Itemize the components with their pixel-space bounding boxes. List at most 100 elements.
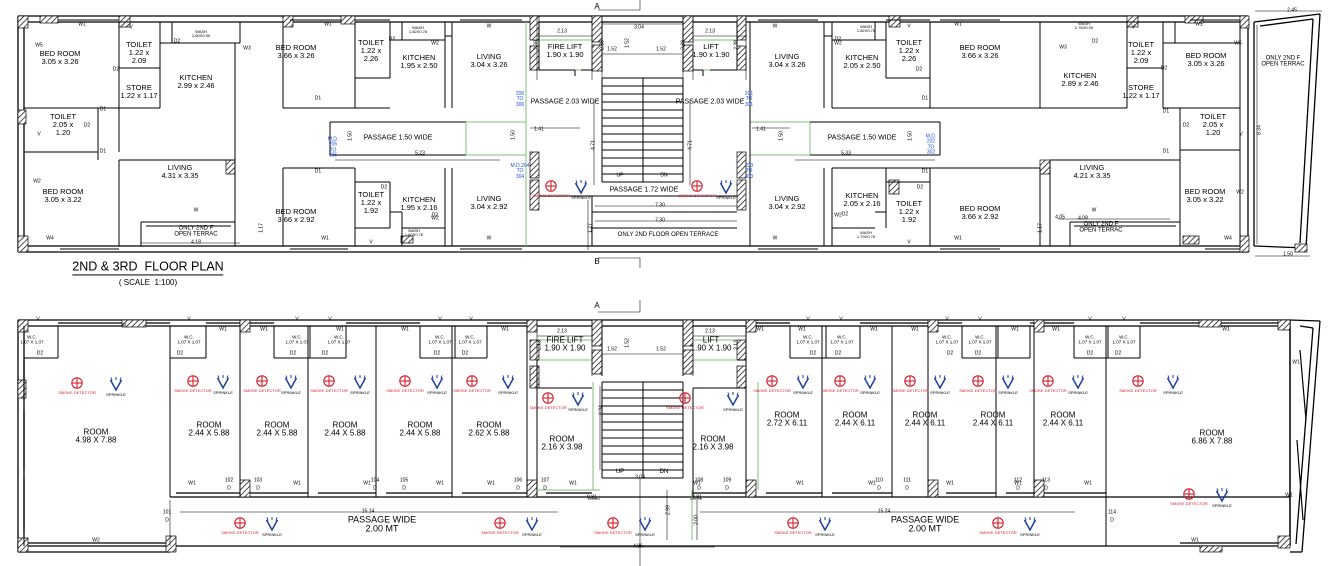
opening-tag-w4: W4 bbox=[46, 235, 54, 242]
room-label: TOILET 1.22 x 2.26 bbox=[895, 38, 923, 63]
sprinkle-icon-label: SPRINKLE bbox=[998, 389, 1018, 395]
opening-tag-d2: D2 bbox=[1114, 350, 1122, 357]
opening-tag-w1: W1 bbox=[401, 326, 409, 333]
unit-number-tag: 203 TO 303 bbox=[744, 163, 754, 180]
room-label: KITCHEN 2.05 x 2.16 bbox=[843, 191, 881, 208]
opening-tag-w: W bbox=[1091, 207, 1097, 214]
door-number-suffix: D bbox=[165, 517, 169, 524]
opening-tag-v: V bbox=[36, 316, 40, 323]
smoke-detector-icon-label: SMOKE DETECTOR bbox=[979, 529, 1017, 535]
smoke-detector-icon-label: SMOKE DETECTOR bbox=[453, 387, 491, 393]
wc-label: W.C. 1.07 X 1.07 bbox=[830, 334, 854, 344]
wc-label: W.C. 1.07 X 1.07 bbox=[177, 334, 201, 344]
door-number-suffix: D bbox=[1044, 485, 1048, 492]
room-label: ROOM 2.44 X 6.11 bbox=[972, 410, 1014, 428]
opening-tag-w1: W1 bbox=[569, 480, 577, 487]
opening-tag-w2: W2 bbox=[92, 537, 100, 544]
opening-tag-v: V bbox=[907, 23, 911, 30]
opening-tag-w1: W1 bbox=[911, 326, 919, 333]
sprinkle-icon-label: SPRINKLE bbox=[815, 531, 835, 537]
opening-tag-v: V bbox=[438, 316, 442, 323]
smoke-detector-icon-label: SMOKE DETECTOR bbox=[678, 192, 716, 198]
opening-tag-d2: D2 bbox=[915, 66, 923, 73]
door-number-suffix: D bbox=[256, 485, 260, 492]
dimension-text: 1.50 bbox=[347, 131, 354, 141]
sprinkle-icon-label: SPRINKLE bbox=[350, 389, 370, 395]
passage-label: PASSAGE 2.03 WIDE bbox=[675, 98, 745, 106]
door-number-suffix: D bbox=[516, 485, 520, 492]
stair-dn-label: DN bbox=[659, 468, 669, 475]
unit-number-tag: M.D. 202 TO 302 bbox=[925, 133, 937, 156]
dimension-text: 2.38 bbox=[533, 40, 540, 50]
opening-tag-d2: D2 bbox=[809, 350, 817, 357]
dimension-text: 2.38 bbox=[733, 40, 740, 50]
opening-tag-w1: W1 bbox=[363, 480, 371, 487]
opening-tag-w2: W2 bbox=[33, 178, 41, 185]
dimension-text: 1.52 bbox=[656, 46, 666, 53]
room-label: ROOM 2.44 X 6.11 bbox=[904, 410, 946, 428]
wc-label: W.C. 1.07 X 1.07 bbox=[1112, 334, 1136, 344]
room-label: KITCHEN 1.95 x 2.16 bbox=[400, 195, 438, 212]
opening-tag-v: V bbox=[839, 316, 843, 323]
room-label: ROOM 2.44 X 6.11 bbox=[834, 410, 876, 428]
opening-tag-w1: W1 bbox=[324, 21, 332, 28]
opening-tag-v: V bbox=[907, 239, 911, 246]
dimension-text: 3.04 bbox=[635, 474, 645, 481]
room-label: TOILET 1.22 x 1.92 bbox=[357, 190, 385, 215]
room-label: ROOM 2.44 X 5.88 bbox=[399, 420, 441, 438]
opening-tag-d2: D2 bbox=[1160, 65, 1168, 72]
opening-tag-d1: D1 bbox=[99, 148, 107, 155]
door-number-suffix: D bbox=[402, 485, 406, 492]
opening-tag-w1: W1 bbox=[693, 480, 701, 487]
opening-tag-w2: W2 bbox=[431, 215, 439, 222]
dimension-text: 1.27 bbox=[587, 223, 594, 233]
opening-tag-w1: W1 bbox=[1011, 326, 1019, 333]
smoke-detector-icon-label: SMOKE DETECTOR bbox=[753, 387, 791, 393]
sprinkle-icon-label: SPRINKLE bbox=[716, 194, 736, 200]
dimension-text: 5.33 bbox=[841, 150, 851, 157]
opening-tag-w1: W1 bbox=[321, 235, 329, 242]
passage-label: PASSAGE 1.72 WIDE bbox=[609, 186, 679, 194]
smoke-detector-icon-label: SMOKE DETECTOR bbox=[481, 529, 519, 535]
dimension-text: 1.52 bbox=[656, 346, 666, 353]
wc-label: W.C. 1.07 X 1.07 bbox=[1078, 334, 1102, 344]
opening-tag-w1: W1 bbox=[756, 326, 764, 333]
sprinkle-icon-label: SPRINKLE bbox=[522, 531, 542, 537]
opening-tag-w1: W1 bbox=[868, 480, 876, 487]
opening-tag-w1: W1 bbox=[1014, 480, 1022, 487]
room-label: TOILET 1.22 x 2.09 bbox=[125, 40, 153, 65]
sprinkle-icon-label: SPRINKLE bbox=[930, 389, 950, 395]
opening-tag-w2: W2 bbox=[1236, 189, 1244, 196]
smoke-detector-icon-label: SMOKE DETECTOR bbox=[243, 387, 281, 393]
passage-label: PASSAGE WIDE 2.00 MT bbox=[347, 514, 417, 534]
room-label: TOILET 2.05 x 1.20 bbox=[1199, 112, 1227, 137]
opening-tag-w2: W2 bbox=[431, 40, 439, 47]
door-number-suffix: D bbox=[373, 485, 377, 492]
dimension-text: 6.34 bbox=[598, 405, 605, 415]
opening-tag-v: V bbox=[129, 24, 133, 31]
door-number: 108 bbox=[694, 477, 704, 484]
opening-tag-w1: W1 bbox=[78, 21, 86, 28]
dimension-text: 3.04 bbox=[634, 24, 644, 31]
door-number-suffix: D bbox=[1110, 517, 1114, 524]
opening-tag-d2: D2 bbox=[431, 212, 439, 219]
room-label: TOILET 2.05 x 1.20 bbox=[49, 112, 77, 137]
wc-label: W.C. 1.07 X 1.07 bbox=[428, 334, 452, 344]
unit-number-tag: 206 TO 306 bbox=[515, 91, 525, 108]
opening-tag-w1: W1 bbox=[1191, 537, 1199, 544]
smoke-detector-icon-label: SMOKE DETECTOR bbox=[386, 387, 424, 393]
door-number-suffix: D bbox=[227, 485, 231, 492]
opening-tag-w5: W5 bbox=[1234, 40, 1242, 47]
stair-up-label: UP bbox=[615, 468, 625, 475]
opening-tag-w5: W5 bbox=[35, 42, 43, 49]
smoke-detector-icon-label: SMOKE DETECTOR bbox=[1029, 387, 1067, 393]
door-number: 114 bbox=[1108, 509, 1116, 516]
dimension-text: 1.50 bbox=[510, 130, 517, 140]
dimension-text: 2.13 bbox=[536, 340, 543, 350]
door-number: 111 bbox=[903, 477, 911, 484]
opening-tag-d2: D2 bbox=[289, 350, 297, 357]
wash-note: WASH 1.60X0.76 bbox=[404, 227, 424, 237]
dimension-text: 15.24 bbox=[877, 508, 891, 515]
room-label: ROOM 2.44 X 5.88 bbox=[324, 420, 366, 438]
opening-tag-d2: D2 bbox=[380, 184, 388, 191]
